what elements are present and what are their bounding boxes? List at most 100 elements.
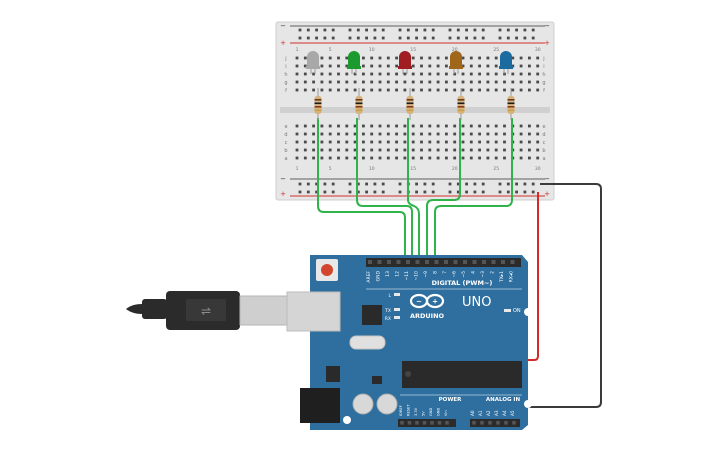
rail-hole[interactable] (315, 36, 318, 40)
breadboard-hole[interactable] (519, 148, 523, 152)
breadboard-hole[interactable] (494, 132, 498, 136)
breadboard-hole[interactable] (494, 148, 498, 152)
led-orange[interactable] (449, 51, 463, 74)
breadboard-hole[interactable] (345, 148, 349, 152)
rail-hole[interactable] (373, 182, 377, 186)
breadboard-hole[interactable] (295, 88, 299, 92)
breadboard-hole[interactable] (461, 124, 465, 128)
digital-pin[interactable] (453, 260, 458, 264)
rail-hole[interactable] (465, 28, 468, 32)
rail-hole[interactable] (306, 36, 310, 40)
rail-hole[interactable] (381, 190, 385, 194)
breadboard-hole[interactable] (519, 80, 523, 84)
rail-hole[interactable] (323, 190, 327, 194)
rail-hole[interactable] (298, 182, 302, 186)
rail-hole[interactable] (306, 28, 310, 32)
analog-pin[interactable] (488, 421, 492, 425)
components[interactable] (306, 51, 515, 120)
power-pin[interactable] (430, 421, 434, 425)
breadboard-hole[interactable] (436, 64, 440, 68)
rail-hole[interactable] (415, 28, 418, 32)
rail-hole[interactable] (481, 190, 485, 194)
breadboard-hole[interactable] (378, 140, 382, 144)
rail-hole[interactable] (315, 182, 318, 186)
rail-hole[interactable] (481, 182, 485, 186)
breadboard-hole[interactable] (345, 64, 349, 68)
breadboard-hole[interactable] (519, 140, 523, 144)
breadboard-hole[interactable] (478, 88, 481, 92)
breadboard-hole[interactable] (395, 156, 398, 160)
breadboard-hole[interactable] (328, 64, 332, 68)
digital-pin[interactable] (501, 260, 505, 264)
breadboard-hole[interactable] (494, 80, 498, 84)
breadboard-hole[interactable] (469, 148, 473, 152)
breadboard-hole[interactable] (428, 88, 432, 92)
breadboard-hole[interactable] (528, 148, 531, 152)
rail-hole[interactable] (498, 36, 502, 40)
breadboard-hole[interactable] (353, 148, 357, 152)
breadboard-hole[interactable] (428, 156, 432, 160)
breadboard-hole[interactable] (469, 88, 473, 92)
rail-hole[interactable] (398, 190, 402, 194)
breadboard-hole[interactable] (386, 148, 390, 152)
rail-hole[interactable] (348, 182, 352, 186)
breadboard-hole[interactable] (494, 156, 498, 160)
breadboard-hole[interactable] (478, 56, 481, 60)
breadboard-hole[interactable] (303, 156, 307, 160)
breadboard-hole[interactable] (320, 80, 324, 84)
signal-wire[interactable] (356, 118, 413, 261)
breadboard-hole[interactable] (328, 124, 332, 128)
rail-hole[interactable] (431, 182, 435, 186)
breadboard-hole[interactable] (403, 140, 407, 144)
dc-power-jack[interactable] (300, 388, 340, 423)
breadboard-hole[interactable] (312, 140, 315, 144)
breadboard-hole[interactable] (337, 140, 340, 144)
breadboard-hole[interactable] (511, 88, 515, 92)
breadboard-hole[interactable] (362, 56, 365, 60)
breadboard-hole[interactable] (469, 56, 473, 60)
breadboard-hole[interactable] (362, 88, 365, 92)
breadboard-hole[interactable] (386, 132, 390, 136)
rail-hole[interactable] (531, 190, 535, 194)
analog-pin[interactable] (504, 421, 508, 425)
breadboard-hole[interactable] (386, 156, 390, 160)
rail-hole[interactable] (423, 182, 427, 186)
breadboard-hole[interactable] (469, 156, 473, 160)
analog-pin[interactable] (512, 421, 516, 425)
breadboard-hole[interactable] (445, 140, 448, 144)
analog-header[interactable] (470, 419, 520, 427)
rail-hole[interactable] (323, 182, 327, 186)
breadboard-hole[interactable] (378, 156, 382, 160)
breadboard-hole[interactable] (461, 140, 465, 144)
breadboard-hole[interactable] (528, 132, 531, 136)
breadboard-hole[interactable] (370, 124, 374, 128)
breadboard-hole[interactable] (420, 88, 423, 92)
breadboard-hole[interactable] (411, 132, 415, 136)
breadboard-hole[interactable] (453, 156, 457, 160)
breadboard-hole[interactable] (345, 88, 349, 92)
rail-hole[interactable] (331, 28, 335, 32)
breadboard-hole[interactable] (478, 148, 481, 152)
digital-header-pins[interactable] (368, 260, 515, 264)
rail-hole[interactable] (448, 28, 452, 32)
breadboard-hole[interactable] (328, 140, 332, 144)
power-pin[interactable] (415, 421, 419, 425)
breadboard-hole[interactable] (420, 80, 423, 84)
breadboard-hole[interactable] (436, 88, 440, 92)
breadboard-hole[interactable] (494, 56, 498, 60)
breadboard-hole[interactable] (303, 124, 307, 128)
breadboard-hole[interactable] (536, 56, 540, 60)
breadboard-hole[interactable] (469, 132, 473, 136)
breadboard-hole[interactable] (295, 124, 299, 128)
digital-pin[interactable] (415, 260, 420, 264)
breadboard-hole[interactable] (536, 64, 540, 68)
breadboard-hole[interactable] (312, 88, 315, 92)
breadboard-hole[interactable] (312, 124, 315, 128)
breadboard-hole[interactable] (362, 64, 365, 68)
signal-wire[interactable] (434, 118, 513, 261)
breadboard-hole[interactable] (370, 148, 374, 152)
rail-hole[interactable] (515, 190, 518, 194)
rail-hole[interactable] (456, 190, 460, 194)
breadboard-hole[interactable] (420, 140, 423, 144)
rail-hole[interactable] (498, 28, 502, 32)
